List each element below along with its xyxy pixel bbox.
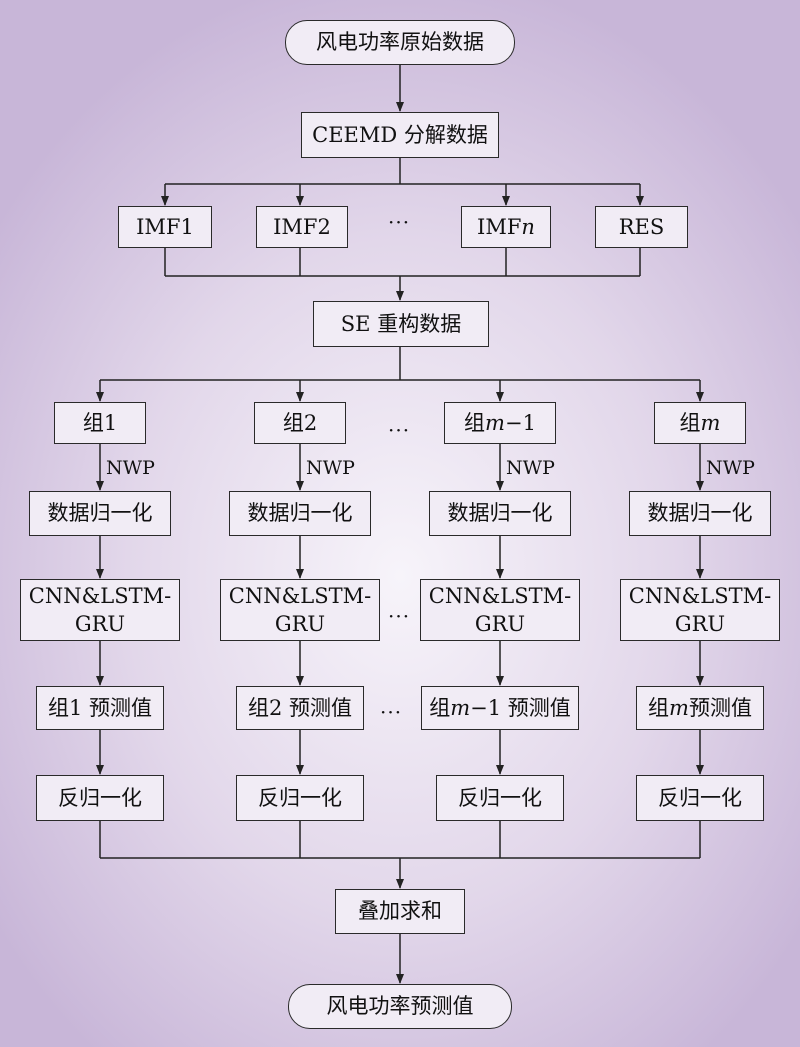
- model-line2: GRU: [74, 612, 126, 636]
- group-node-1: 组 1: [54, 402, 146, 444]
- normalize-node: 数据归一化: [29, 491, 171, 536]
- model-line2: GRU: [674, 612, 726, 636]
- imf1-node: IMF1: [118, 206, 212, 248]
- sum-node: 叠加求和: [335, 889, 465, 934]
- res-node: RES: [595, 206, 688, 248]
- model-node: CNN&LSTM- GRU: [420, 579, 580, 641]
- nwp-label: NWP: [706, 457, 755, 479]
- normalize-node: 数据归一化: [229, 491, 371, 536]
- group-ellipsis: ···: [388, 418, 411, 442]
- model-line1: CNN&LSTM-: [28, 583, 172, 608]
- prediction-ellipsis: ···: [380, 700, 403, 724]
- end-node: 风电功率预测值: [288, 984, 512, 1029]
- ceemd-node: CEEMD 分解数据: [301, 112, 499, 158]
- prediction-node-2: 组 2 预测值: [236, 686, 364, 730]
- prediction-node-3: 组 m−1 预测值: [421, 686, 579, 730]
- model-line1: CNN&LSTM-: [228, 583, 372, 608]
- model-node: CNN&LSTM- GRU: [20, 579, 180, 641]
- prediction-node-4: 组 m 预测值: [636, 686, 764, 730]
- model-ellipsis: ···: [388, 604, 411, 628]
- denormalize-node: 反归一化: [236, 775, 364, 821]
- model-line2: GRU: [474, 612, 526, 636]
- model-node: CNN&LSTM- GRU: [220, 579, 380, 641]
- imf2-node: IMF2: [256, 206, 348, 248]
- start-node: 风电功率原始数据: [285, 20, 515, 65]
- model-line1: CNN&LSTM-: [628, 583, 772, 608]
- model-line1: CNN&LSTM-: [428, 583, 572, 608]
- group-node-3: 组 m−1: [444, 402, 556, 444]
- imf-ellipsis: ···: [388, 210, 411, 234]
- nwp-label: NWP: [306, 457, 355, 479]
- nwp-label: NWP: [506, 457, 555, 479]
- se-node: SE 重构数据: [313, 301, 489, 347]
- normalize-node: 数据归一化: [429, 491, 571, 536]
- group-node-2: 组 2: [254, 402, 346, 444]
- denormalize-node: 反归一化: [636, 775, 764, 821]
- nwp-label: NWP: [106, 457, 155, 479]
- model-line2: GRU: [274, 612, 326, 636]
- denormalize-node: 反归一化: [36, 775, 164, 821]
- normalize-node: 数据归一化: [629, 491, 771, 536]
- prediction-node-1: 组 1 预测值: [36, 686, 164, 730]
- model-node: CNN&LSTM- GRU: [620, 579, 780, 641]
- denormalize-node: 反归一化: [436, 775, 564, 821]
- group-node-4: 组 m: [654, 402, 746, 444]
